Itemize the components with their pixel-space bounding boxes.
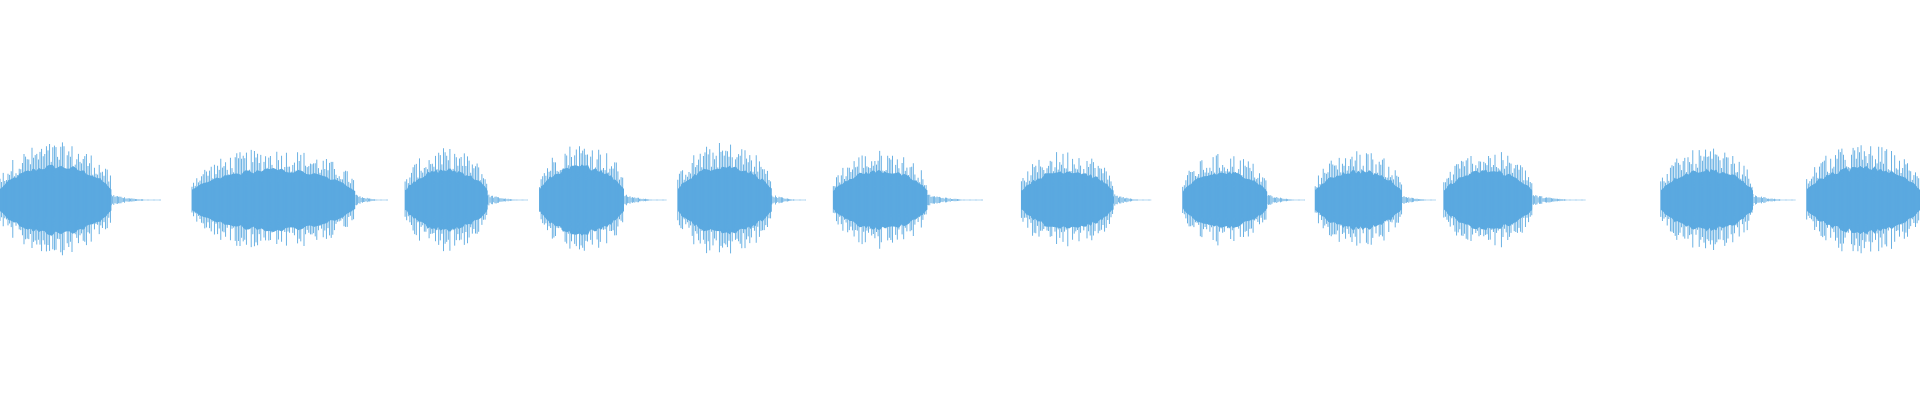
waveform-tail bbox=[771, 195, 806, 205]
waveform-segment bbox=[1660, 148, 1796, 250]
waveform-segment bbox=[832, 150, 983, 249]
waveform-peaks bbox=[1314, 151, 1403, 246]
waveform-segment bbox=[0, 142, 161, 256]
waveform-tail bbox=[623, 194, 667, 206]
waveform-segment bbox=[1314, 151, 1436, 246]
waveform-tail bbox=[1401, 196, 1436, 204]
waveform-segment bbox=[404, 148, 528, 252]
waveform-peaks bbox=[677, 143, 772, 254]
waveform-peaks bbox=[832, 150, 927, 249]
waveform-tail bbox=[1752, 194, 1796, 206]
waveform-tail bbox=[354, 194, 388, 206]
waveform-segment bbox=[1020, 152, 1152, 247]
waveform-tail bbox=[1113, 194, 1152, 206]
waveform-segment bbox=[677, 143, 806, 254]
waveform-peaks bbox=[539, 146, 624, 251]
waveform-tail bbox=[487, 194, 528, 206]
waveform-peaks bbox=[1660, 148, 1753, 250]
waveform-peaks bbox=[1443, 152, 1533, 248]
waveform-segment bbox=[1443, 152, 1586, 248]
waveform-tail bbox=[927, 194, 983, 206]
waveform-peaks bbox=[1182, 154, 1267, 246]
waveform-tail bbox=[1266, 195, 1305, 205]
waveform-segment bbox=[1806, 145, 1920, 254]
waveform-segment bbox=[539, 146, 667, 251]
waveform-peaks bbox=[0, 142, 111, 256]
waveform-peaks bbox=[1020, 152, 1114, 247]
waveform-segment bbox=[1182, 154, 1305, 246]
waveform-peaks bbox=[191, 149, 355, 248]
waveform-tail bbox=[1531, 195, 1586, 205]
waveform-tail bbox=[111, 194, 161, 206]
waveform-peaks bbox=[404, 148, 488, 252]
waveform-peaks bbox=[1806, 145, 1920, 254]
waveform-segment bbox=[191, 149, 388, 248]
